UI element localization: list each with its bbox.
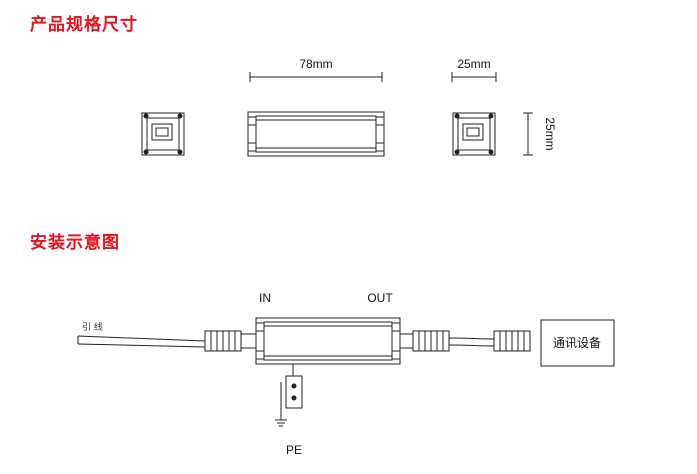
- device-box: [540, 319, 615, 367]
- length-dimension-label: 78mm: [299, 57, 332, 71]
- pe-ground-terminal: [275, 364, 303, 427]
- end-view-right: [451, 72, 533, 156]
- input-cable: [77, 330, 256, 352]
- out-label: OUT: [367, 291, 393, 305]
- spec-section-title: 产品规格尺寸: [30, 15, 138, 35]
- output-cable: [400, 330, 531, 352]
- end-view-left: [141, 112, 185, 156]
- in-label: IN: [259, 291, 271, 305]
- height-dimension-label: 25mm: [543, 117, 557, 150]
- width-dimension-label: 25mm: [457, 57, 490, 71]
- device-label: 通讯设备: [553, 336, 601, 350]
- install-section-title: 安装示意图: [30, 233, 120, 253]
- surge-protector-body: [255, 317, 401, 365]
- side-view: [247, 72, 385, 157]
- pe-label: PE: [286, 443, 302, 457]
- lead-wire-label: 引 线: [82, 321, 103, 333]
